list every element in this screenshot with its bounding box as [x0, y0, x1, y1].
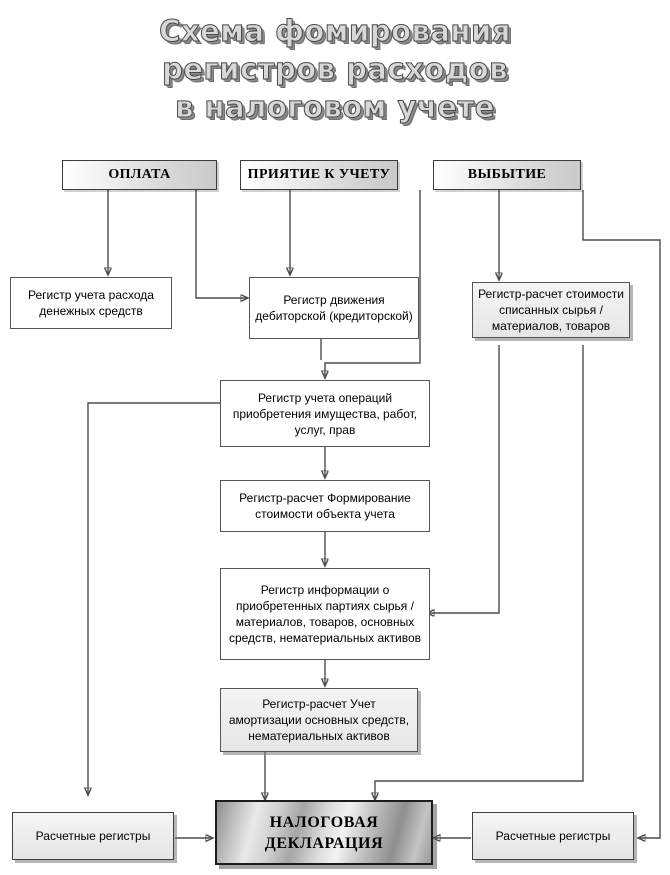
title-line-2: регистров расходов — [162, 52, 508, 87]
node-cash-register[interactable]: Регистр учета расхода денежных средств — [10, 277, 172, 329]
node-debtor-register[interactable]: Регистр движения дебиторской (кредиторск… — [249, 277, 419, 339]
node-tax-declaration-line-2: ДЕКЛАРАЦИЯ — [264, 834, 384, 852]
node-priyatie-k-uchetu-label: ПРИЯТИЕ К УЧЕТУ — [247, 167, 391, 182]
node-tax-declaration[interactable]: НАЛОГОВАЯ ДЕКЛАРАЦИЯ — [215, 800, 433, 865]
page-title: Схема фомирования регистров расходов в н… — [0, 12, 670, 126]
title-line-3: в налоговом учете — [175, 90, 495, 125]
node-priyatie-k-uchetu[interactable]: ПРИЯТИЕ К УЧЕТУ — [240, 160, 398, 190]
node-tax-declaration-line-1: НАЛОГОВАЯ — [269, 813, 379, 831]
node-acquisition-register-label: Регистр учета операций приобретения имущ… — [232, 390, 418, 437]
node-vybytie-label: ВЫБЫТИЕ — [467, 167, 547, 182]
node-writeoff-register-label: Регистр-расчет стоимости списанных сырья… — [478, 287, 624, 333]
node-vybytie[interactable]: ВЫБЫТИЕ — [433, 160, 581, 190]
node-calc-registers-right-label: Расчетные регистры — [495, 829, 611, 843]
node-batch-info-register-label: Регистр информации о приобретенных парти… — [228, 583, 422, 645]
node-calc-registers-left-label: Расчетные регистры — [35, 829, 151, 843]
node-oplata[interactable]: ОПЛАТА — [62, 160, 217, 190]
title-line-1: Схема фомирования — [159, 14, 511, 49]
node-writeoff-register[interactable]: Регистр-расчет стоимости списанных сырья… — [472, 282, 630, 338]
node-calc-registers-left[interactable]: Расчетные регистры — [12, 812, 174, 860]
node-cost-formation-register[interactable]: Регистр-расчет Формирование стоимости об… — [220, 480, 430, 532]
edge-oplata-to-debtor — [195, 190, 248, 298]
node-amortization-register-label: Регистр-расчет Учет амортизации основных… — [228, 697, 410, 743]
node-cost-formation-register-label: Регистр-расчет Формирование стоимости об… — [239, 491, 411, 521]
node-acquisition-register[interactable]: Регистр учета операций приобретения имущ… — [220, 380, 430, 447]
node-batch-info-register[interactable]: Регистр информации о приобретенных парти… — [220, 568, 430, 660]
edge-acquisition-to-calc-left — [88, 402, 220, 795]
node-debtor-register-label: Регистр движения дебиторской (кредиторск… — [255, 293, 413, 323]
node-amortization-register[interactable]: Регистр-расчет Учет амортизации основных… — [220, 688, 418, 752]
edge-writeoff-to-batchinfo — [427, 345, 500, 613]
node-oplata-label: ОПЛАТА — [108, 167, 171, 182]
node-cash-register-label: Регистр учета расхода денежных средств — [28, 288, 154, 318]
node-calc-registers-right[interactable]: Расчетные регистры — [472, 812, 634, 860]
